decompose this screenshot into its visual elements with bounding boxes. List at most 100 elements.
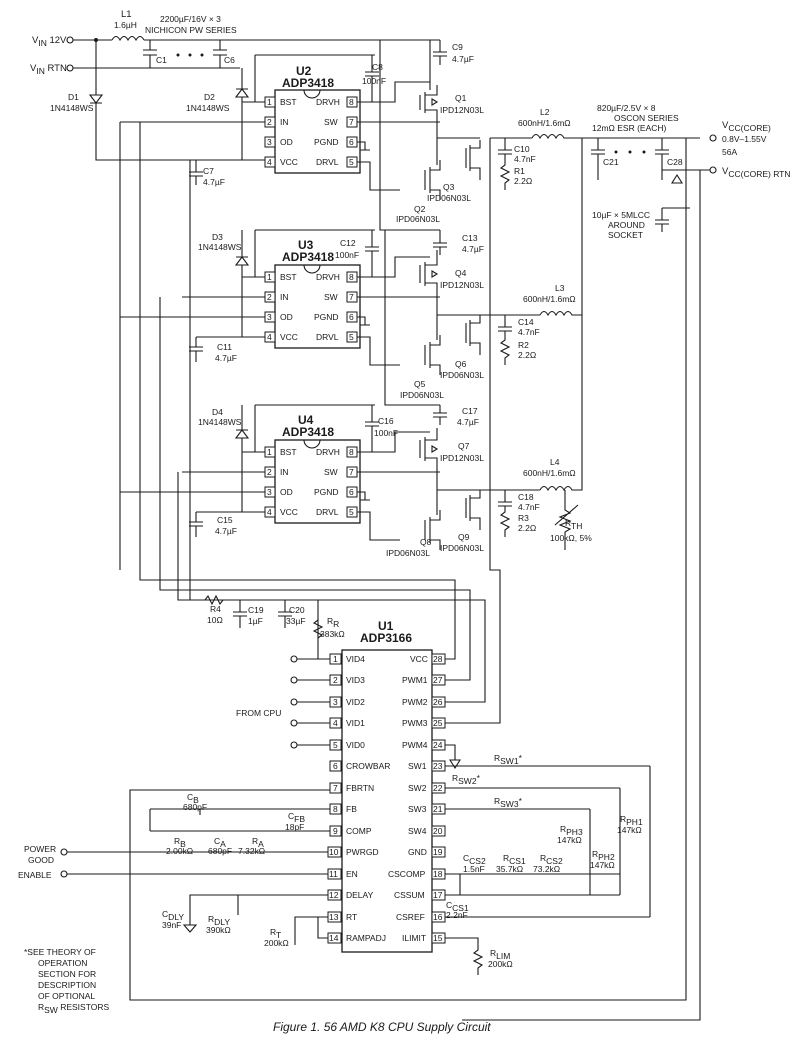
u4-l4-inductor [539, 315, 583, 492]
cfb-value: 18pF [285, 822, 304, 832]
u2-snub-r: R1 [514, 166, 525, 176]
u2-ic[interactable] [274, 89, 361, 174]
cb-label: C [187, 792, 193, 802]
svg-text:OD: OD [280, 312, 293, 322]
bulk-input-caps: 2200µF/16V × 3 [160, 14, 221, 24]
u3-part: ADP3418 [282, 250, 334, 264]
svg-text:RR: RR [327, 616, 339, 629]
svg-text:VID3: VID3 [346, 675, 365, 685]
svg-text:VID4: VID4 [346, 654, 365, 664]
u4-vcc-val: 4.7µF [215, 526, 237, 536]
svg-text:RSW1*: RSW1* [494, 753, 523, 766]
svg-text:BST: BST [280, 447, 297, 457]
u2-snub-r-val: 2.2Ω [514, 176, 532, 186]
vid3-terminal[interactable] [290, 676, 298, 684]
svg-text:1: 1 [267, 97, 272, 107]
svg-text:RDLY: RDLY [208, 914, 230, 927]
vid2-terminal[interactable] [290, 698, 298, 706]
svg-text:25: 25 [433, 718, 443, 728]
rsw2-label: R [452, 773, 458, 783]
rph2-label: R [592, 849, 598, 859]
svg-text:5: 5 [333, 740, 338, 750]
svg-text:RPH2: RPH2 [592, 849, 615, 862]
svg-text:20: 20 [433, 826, 443, 836]
u4-in-cap: C17 [462, 406, 478, 416]
svg-text:SW: SW [324, 117, 338, 127]
u4-q7-part: IPD12N03L [440, 453, 484, 463]
u2-ind-val: 600nH/1.6mΩ [518, 118, 571, 128]
cb-value: 680pF [183, 802, 207, 812]
svg-text:18: 18 [433, 869, 443, 879]
svg-text:VCC: VCC [410, 654, 428, 664]
svg-text:11: 11 [329, 869, 338, 879]
mlcc-label-2: AROUND [608, 220, 645, 230]
vid1-terminal[interactable] [290, 719, 298, 727]
svg-text:OPERATION: OPERATION [38, 958, 87, 968]
svg-text:SW: SW [324, 292, 338, 302]
svg-text:1: 1 [267, 272, 272, 282]
svg-text:GND: GND [408, 847, 427, 857]
l1-value: 1.6µH [114, 20, 137, 30]
u3-vcc-val: 4.7µF [215, 353, 237, 363]
svg-text:VCC(CORE) RTN: VCC(CORE) RTN [722, 166, 791, 179]
u3-in-cap-val: 4.7µF [462, 244, 484, 254]
u3-q5-label: Q5 [414, 379, 426, 389]
vin-rtn-terminal[interactable] [66, 64, 74, 72]
vcc-core-rtn-terminal[interactable] [709, 166, 717, 174]
good-label: GOOD [28, 855, 54, 865]
mlcc-label-3: SOCKET [608, 230, 643, 240]
svg-text:26: 26 [433, 697, 443, 707]
u4-d4-diode [234, 429, 250, 439]
rcs1-label: R [503, 853, 509, 863]
svg-text:CB: CB [187, 792, 199, 805]
svg-text:8: 8 [333, 804, 338, 814]
ccs2-label: C [463, 853, 469, 863]
u1-ic[interactable] [341, 649, 433, 953]
vin-terminal[interactable] [66, 36, 74, 44]
svg-text:23: 23 [433, 761, 443, 771]
svg-text:DESCRIPTION: DESCRIPTION [38, 980, 96, 990]
u3-l3-inductor [539, 138, 583, 317]
svg-text:CA: CA [214, 836, 226, 849]
svg-text:19: 19 [433, 847, 443, 857]
l1-inductor [111, 35, 145, 42]
u4-ic[interactable] [274, 439, 361, 524]
svg-text:1: 1 [333, 654, 338, 664]
u2-q2-label: Q2 [414, 204, 426, 214]
svg-text:DRVH: DRVH [316, 447, 340, 457]
rsw1-label: R [494, 753, 500, 763]
power-good-terminal[interactable] [60, 848, 68, 856]
svg-text:VCC(CORE): VCC(CORE) [722, 120, 771, 133]
u3-ind-val: 600nH/1.6mΩ [523, 294, 576, 304]
svg-text:IN: IN [280, 467, 289, 477]
svg-text:14: 14 [329, 933, 339, 943]
vcc-core-rtn-label: V [722, 166, 729, 177]
enable-terminal[interactable] [60, 870, 68, 878]
svg-text:DRVL: DRVL [316, 332, 339, 342]
vid0-terminal[interactable] [290, 741, 298, 749]
svg-text:COMP: COMP [346, 826, 372, 836]
svg-text:SW4: SW4 [408, 826, 427, 836]
svg-text:VID2: VID2 [346, 697, 365, 707]
c1-label: C1 [156, 55, 167, 65]
ca-label: C [214, 836, 220, 846]
u4-snub-r-val: 2.2Ω [518, 523, 536, 533]
u3-q-part: IPD06N03L [440, 370, 484, 380]
u2-snub-c-val: 4.7nF [514, 154, 536, 164]
u2-ind-label: L2 [540, 107, 550, 117]
bulk-input-series: NICHICON PW SERIES [145, 25, 237, 35]
u3-ic[interactable] [274, 264, 361, 349]
svg-text:21: 21 [433, 804, 443, 814]
svg-text:10: 10 [329, 847, 339, 857]
svg-text:RPH1: RPH1 [620, 814, 643, 827]
svg-text:3: 3 [267, 312, 272, 322]
svg-text:13: 13 [329, 912, 339, 922]
vcc-core-current: 56A [722, 147, 737, 157]
vid4-terminal[interactable] [290, 655, 298, 663]
vcc-core-terminal[interactable] [709, 134, 717, 142]
u4-boot-cap: C16 [378, 416, 394, 426]
